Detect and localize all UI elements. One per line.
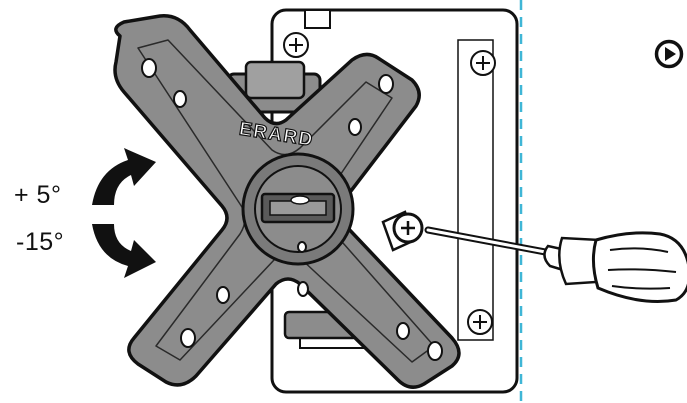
wall-screw-bottom-right (467, 309, 493, 335)
tension-screw (381, 210, 424, 252)
wall-screw-top-right (470, 50, 496, 76)
tilt-down-label: -15° (16, 228, 65, 256)
vesa-bracket (113, 14, 461, 389)
rotate-down-arrow-icon (92, 224, 156, 278)
play-step-icon (654, 39, 684, 69)
tilt-up-label: + 5° (14, 181, 62, 209)
rotate-up-arrow-icon (92, 148, 156, 205)
screwdriver-icon (424, 226, 687, 303)
vesa-hole (141, 58, 443, 361)
screw-icon (401, 221, 415, 235)
wall-screw-top-left (283, 32, 309, 58)
